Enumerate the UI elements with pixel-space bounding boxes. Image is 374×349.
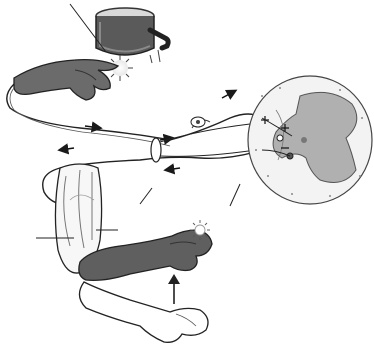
spinal-cord-section (248, 76, 372, 204)
forearm-resting (79, 282, 208, 342)
pointer-line-nerve-2 (230, 184, 240, 206)
hot-pot (96, 8, 168, 63)
dorsal-root-ganglion (191, 117, 205, 127)
hand-touching-pot (14, 60, 118, 100)
pointer-line-nerve-1 (140, 188, 152, 204)
sensory-nerve (7, 84, 262, 140)
small-burst-icon (190, 220, 210, 240)
withdrawal-arrow-icon (168, 274, 180, 304)
